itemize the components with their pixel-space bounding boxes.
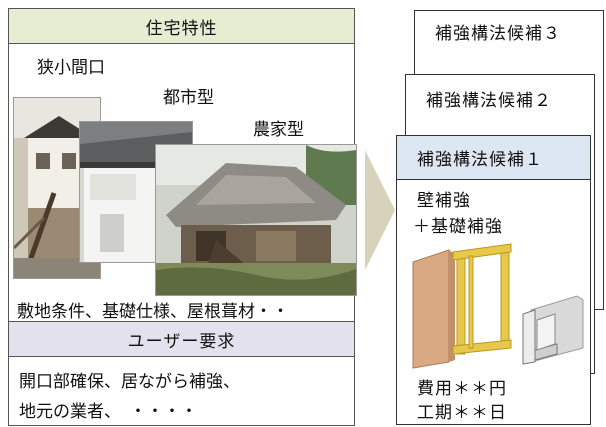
method-wall-reinforcement: 壁補強 xyxy=(417,191,471,211)
method-foundation-reinforcement: ＋基礎補強 xyxy=(413,217,503,237)
user-requirements-line2: 地元の業者、 ・・・・ xyxy=(19,402,198,422)
candidate-card-1: 補強構法候補１ 壁補強 ＋基礎補強 費用＊＊円 工期＊＊日 xyxy=(396,135,591,425)
user-requirements-header: ユーザー要求 xyxy=(9,321,354,357)
housing-panel: 住宅特性 狭小間口 都市型 農家型 xyxy=(8,8,357,426)
site-conditions-text: 敷地条件、基礎仕様、屋根葺材・・ xyxy=(17,302,289,322)
cost-text: 費用＊＊円 xyxy=(417,379,507,399)
candidate-2-title: 補強構法候補２ xyxy=(426,90,552,111)
reinforcement-illustration xyxy=(412,243,584,369)
farm-house-photo xyxy=(155,144,357,296)
user-requirements-line1: 開口部確保、居ながら補強、 xyxy=(19,372,240,392)
label-narrow-frontage: 狭小間口 xyxy=(37,58,105,78)
candidate-3-title: 補強構法候補３ xyxy=(435,23,561,44)
duration-text: 工期＊＊日 xyxy=(417,403,507,423)
label-farm-type: 農家型 xyxy=(253,120,304,140)
right-arrow-icon xyxy=(365,150,395,270)
candidate-1-title: 補強構法候補１ xyxy=(397,136,590,180)
label-urban-type: 都市型 xyxy=(163,88,214,108)
housing-header: 住宅特性 xyxy=(9,9,354,44)
